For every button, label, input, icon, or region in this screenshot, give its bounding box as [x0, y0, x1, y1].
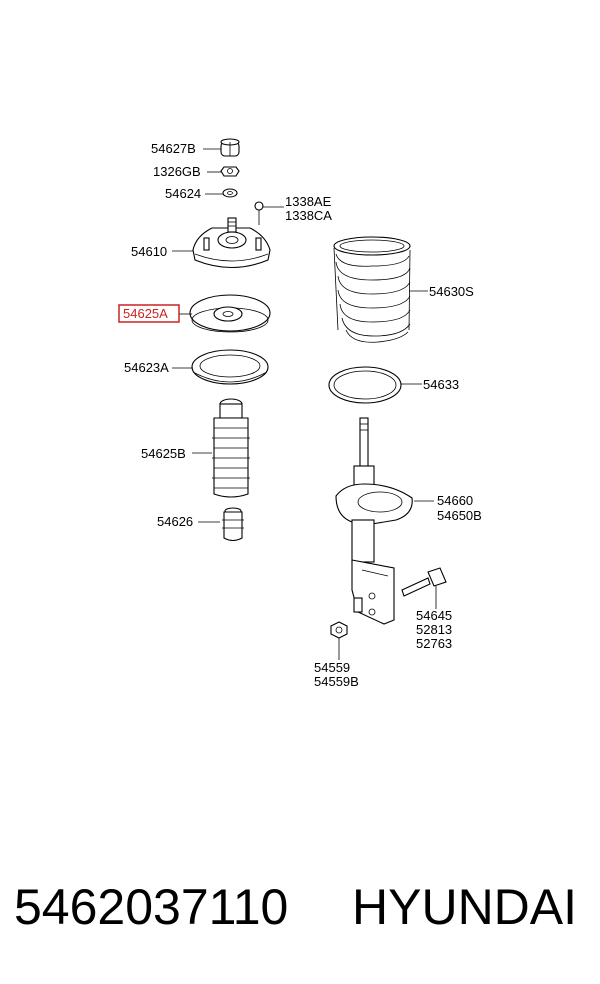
label-54625b: 54625B — [141, 446, 186, 461]
brand-name: HYUNDAI — [352, 879, 578, 935]
label-1338ca: 1338CA — [285, 208, 332, 223]
bump-stopper-54626 — [222, 507, 244, 542]
label-54626: 54626 — [157, 514, 193, 529]
label-54645: 54645 — [416, 608, 452, 623]
label-54633: 54633 — [423, 377, 459, 392]
label-54624: 54624 — [165, 186, 201, 201]
label-54660: 54660 — [437, 493, 473, 508]
dust-boot-54625b — [212, 398, 250, 498]
washer-54624 — [222, 188, 238, 198]
label-1326gb: 1326GB — [153, 164, 201, 179]
label-52763: 52763 — [416, 636, 452, 651]
label-54559: 54559 — [314, 660, 350, 675]
label-54625a: 54625A — [123, 306, 168, 321]
label-52813: 52813 — [416, 622, 452, 637]
spring-seat-54625a — [189, 294, 271, 333]
bolt-54645 — [401, 567, 447, 597]
label-54559b: 54559B — [314, 674, 359, 689]
label-54630s: 54630S — [429, 284, 474, 299]
insulator-ring-54633 — [328, 366, 402, 404]
label-54610: 54610 — [131, 244, 167, 259]
nut-1326gb — [220, 166, 240, 177]
part-number: 5462037110 — [14, 879, 289, 935]
label-1338ae: 1338AE — [285, 194, 332, 209]
label-54627b: 54627B — [151, 141, 196, 156]
nut-54559 — [330, 621, 348, 639]
highlight-box — [118, 304, 180, 323]
label-54650b: 54650B — [437, 508, 482, 523]
bolt-1338 — [254, 201, 264, 225]
label-54623a: 54623A — [124, 360, 169, 375]
strut-assembly-54660 — [335, 417, 413, 625]
nut-54627b — [220, 138, 240, 157]
parts-diagram: 54627B 1326GB 54624 1338AE 1338CA 54610 — [118, 138, 482, 689]
insulator-54623a — [191, 349, 269, 385]
coil-spring-54630s — [333, 236, 411, 343]
strut-mount-54610 — [192, 217, 271, 268]
